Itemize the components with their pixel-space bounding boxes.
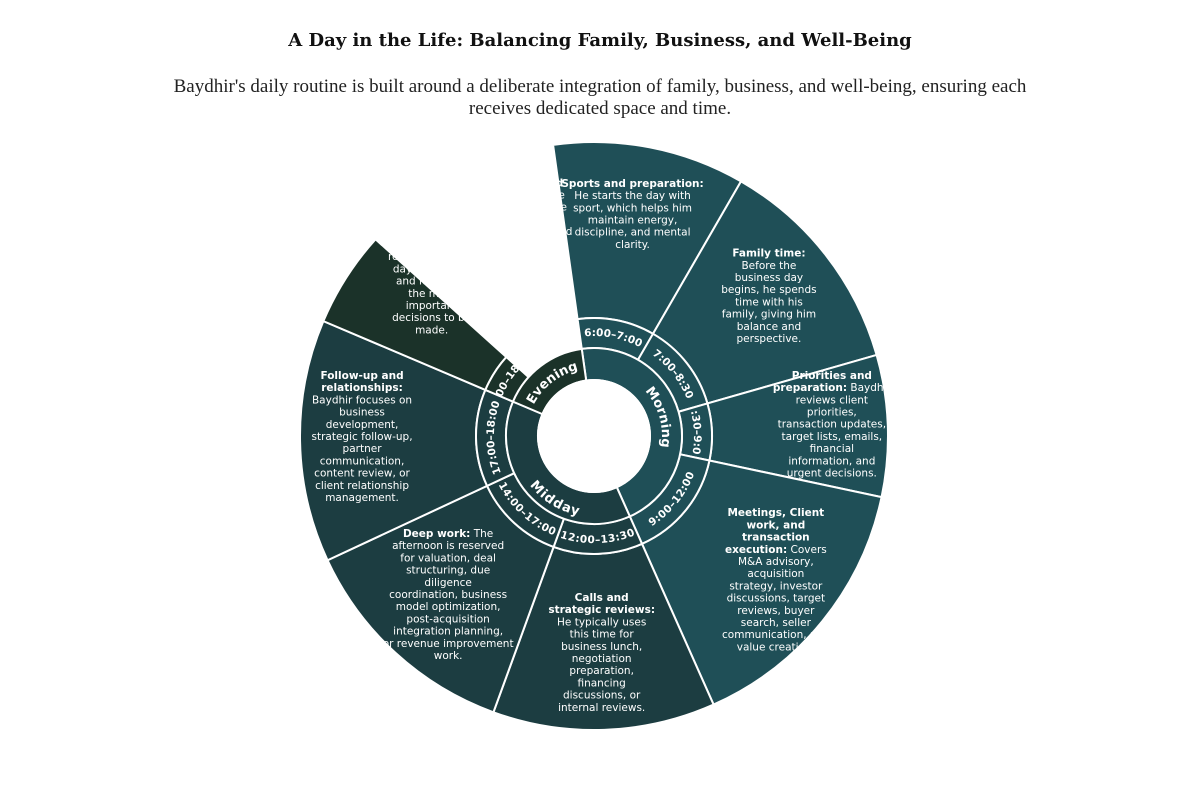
page-subtitle: Baydhir's daily routine is built around …	[173, 76, 1027, 119]
segment-description-sports: Sports and preparation:He starts the day…	[561, 178, 703, 251]
page-title: A Day in the Life: Balancing Family, Bus…	[288, 30, 912, 51]
center-hole	[537, 379, 651, 493]
time-label: 18:30	[0, 0, 17, 3]
